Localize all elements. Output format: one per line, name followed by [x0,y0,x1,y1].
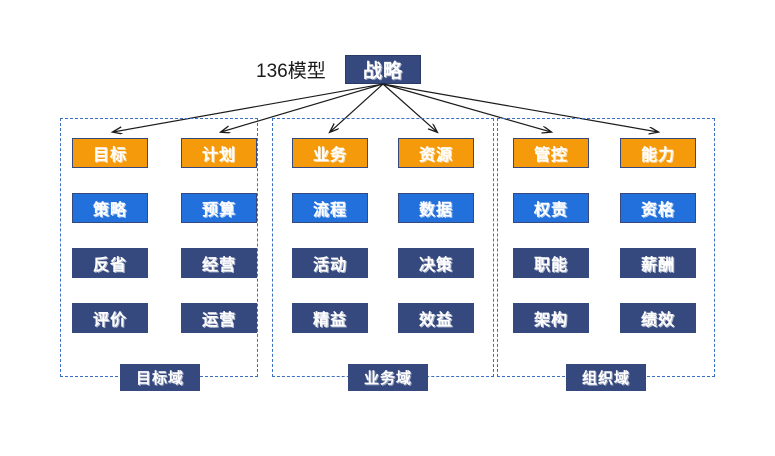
cell-label: 绩效 [640,312,675,329]
cell-business-c1-r1[interactable]: 业务 [292,138,368,168]
cell-org-c1-r4[interactable]: 架构 [513,303,589,333]
group-caption-business: 业务域 [348,364,428,391]
cell-label: 流程 [312,202,347,219]
cell-goal-c1-r1[interactable]: 目标 [72,138,148,168]
cell-goal-c1-r3[interactable]: 反省 [72,248,148,278]
cell-org-c2-r3[interactable]: 薪酬 [620,248,696,278]
cell-label: 资格 [640,202,675,219]
cell-org-c2-r2[interactable]: 资格 [620,193,696,223]
cell-business-c2-r3[interactable]: 决策 [398,248,474,278]
cell-goal-c2-r1[interactable]: 计划 [181,138,257,168]
cell-label: 经营 [201,257,236,274]
cell-label: 数据 [418,202,453,219]
cell-label: 运营 [201,312,236,329]
cell-org-c2-r1[interactable]: 能力 [620,138,696,168]
cell-org-c1-r3[interactable]: 职能 [513,248,589,278]
root-node-strategy[interactable]: 战略 [345,55,421,84]
cell-label: 效益 [418,312,453,329]
cell-business-c2-r4[interactable]: 效益 [398,303,474,333]
group-caption-goal: 目标域 [120,364,200,391]
group-caption-organization: 组织域 [566,364,646,391]
cell-label: 薪酬 [640,257,675,274]
group-caption-label: 业务域 [363,370,412,387]
cell-label: 精益 [312,312,347,329]
cell-business-c2-r1[interactable]: 资源 [398,138,474,168]
cell-label: 职能 [533,257,568,274]
cell-label: 策略 [92,202,127,219]
cell-goal-c2-r2[interactable]: 预算 [181,193,257,223]
cell-label: 预算 [201,202,236,219]
cell-label: 评价 [92,312,127,329]
cell-label: 能力 [640,147,675,164]
group-caption-label: 组织域 [581,370,630,387]
cell-org-c2-r4[interactable]: 绩效 [620,303,696,333]
cell-business-c1-r4[interactable]: 精益 [292,303,368,333]
cell-business-c1-r3[interactable]: 活动 [292,248,368,278]
cell-goal-c2-r3[interactable]: 经营 [181,248,257,278]
cell-label: 目标 [92,147,127,164]
cell-business-c1-r2[interactable]: 流程 [292,193,368,223]
cell-label: 资源 [418,147,453,164]
cell-org-c1-r1[interactable]: 管控 [513,138,589,168]
group-caption-label: 目标域 [135,370,184,387]
cell-label: 决策 [418,257,453,274]
cell-label: 反省 [92,257,127,274]
cell-label: 管控 [533,147,568,164]
cell-label: 架构 [533,312,568,329]
cell-label: 权责 [533,202,568,219]
cell-goal-c1-r4[interactable]: 评价 [72,303,148,333]
cell-label: 业务 [312,147,347,164]
cell-label: 计划 [201,147,236,164]
cell-business-c2-r2[interactable]: 数据 [398,193,474,223]
cell-goal-c1-r2[interactable]: 策略 [72,193,148,223]
cell-label: 活动 [312,257,347,274]
model-title: 136模型 [256,61,326,82]
cell-goal-c2-r4[interactable]: 运营 [181,303,257,333]
cell-org-c1-r2[interactable]: 权责 [513,193,589,223]
root-node-label: 战略 [362,61,403,82]
